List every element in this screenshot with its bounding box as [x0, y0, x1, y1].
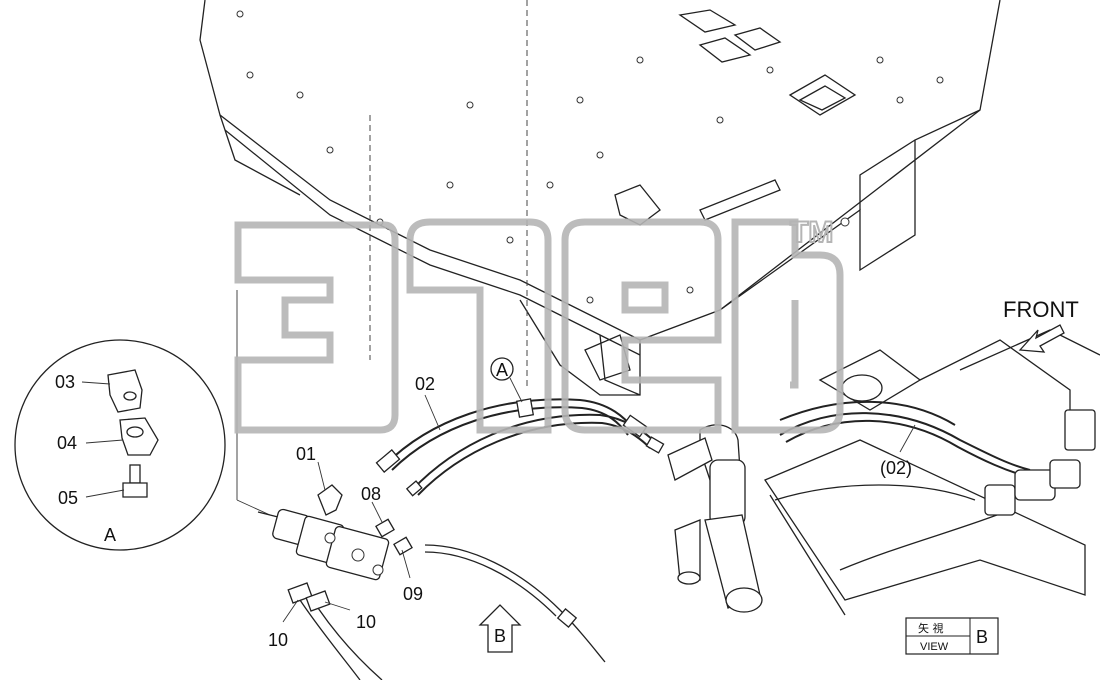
leader-02 — [424, 394, 441, 431]
bolt-head — [122, 482, 148, 498]
view-b-structure — [764, 329, 1100, 616]
label-05: 05 — [58, 488, 78, 508]
watermark-logo — [234, 218, 844, 434]
view-b-letter: B — [976, 627, 988, 647]
floor-plate — [199, 0, 1001, 396]
hose-fitting-left — [375, 449, 401, 473]
view-b-view-text: VIEW — [920, 641, 949, 653]
label-09: 09 — [403, 584, 423, 604]
callout-a-label: A — [496, 360, 508, 380]
leader-to-valve — [236, 499, 271, 516]
hose-clamp — [515, 398, 535, 418]
watermark-tm: TM — [790, 216, 833, 249]
front-arrow-icon — [1018, 324, 1065, 353]
label-02-view-b: (02) — [880, 458, 912, 478]
clamp-top — [107, 369, 143, 413]
view-b-box — [905, 617, 999, 655]
label-04: 04 — [57, 433, 77, 453]
label-08: 08 — [361, 484, 381, 504]
label-01: 01 — [296, 444, 316, 464]
bolt-shank — [129, 464, 141, 484]
arrow-b-label: B — [494, 626, 506, 646]
view-b-jp-text: 矢 視 — [918, 621, 944, 635]
label-detail-a: A — [104, 525, 116, 545]
label-10-left: 10 — [268, 630, 288, 650]
pilot-valve — [257, 484, 413, 612]
pipe-assembly — [667, 424, 763, 613]
view-b-arrow-icon — [478, 604, 522, 653]
label-10-right: 10 — [356, 612, 376, 632]
label-02: 02 — [415, 374, 435, 394]
label-03: 03 — [55, 372, 75, 392]
callout-a-circle — [490, 357, 514, 381]
front-label: FRONT — [1003, 297, 1079, 322]
hose-02 — [375, 398, 665, 497]
detail-a-circle — [14, 339, 226, 551]
